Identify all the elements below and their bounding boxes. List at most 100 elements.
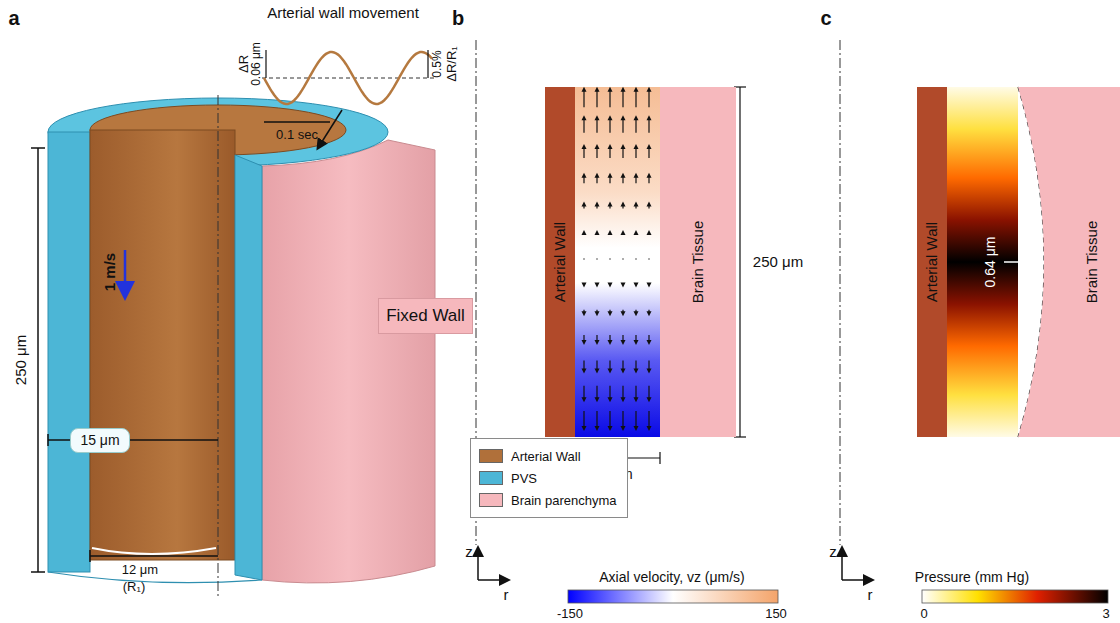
arrow-head [634,311,639,316]
arrow-head [621,201,626,206]
velocity-arrow [609,411,610,428]
velocity-arrow [635,386,636,400]
dimension-tick [31,147,45,149]
pvs-velocity-field [575,87,660,437]
velocity-arrow [648,90,649,108]
arrow-head [582,144,587,149]
velocity-arrow [648,386,649,400]
arrow-head [634,369,639,374]
velocity-dot [635,258,637,260]
arrow-head [595,426,600,431]
arrow-head [647,369,652,374]
arrow-head [634,201,639,206]
brain-tissue-band: Brain Tissue [1018,87,1120,437]
velocity-arrow [648,411,649,428]
velocity-dot [609,258,611,260]
pvs-side-face [235,155,262,580]
dimension-tick [659,452,660,464]
velocity-dot [648,258,650,260]
dimension-tick [31,571,45,573]
velocity-arrow [635,411,636,428]
pointer-arrow [318,110,342,148]
node-text: 15 μm [80,432,119,448]
colorbar-title: Pressure (mm Hg) [915,569,1029,585]
relative-amplitude-label: ΔR/R₁ [445,46,460,81]
arrow-head [634,173,639,178]
arrow-head [634,144,639,149]
amplitude-value: 0.06 μm [250,42,264,86]
arrow-head [582,201,587,206]
velocity-arrow [583,386,584,400]
dimension-tick [47,434,49,446]
velocity-arrow [596,90,597,108]
dimension-line [739,87,740,437]
arrow-head [634,87,639,92]
arrow-head [582,340,587,345]
displacement-arrow [1004,261,1038,263]
arrow-head [621,115,626,120]
arrow-head [1035,257,1044,267]
velocity-label: 1 m/s [101,253,118,291]
arrow-head [582,369,587,374]
arrow-head [595,340,600,345]
velocity-arrow [596,118,597,132]
arrow-head [582,173,587,178]
arrow-head [621,369,626,374]
arrow-head [608,115,613,120]
velocity-arrow [583,90,584,108]
velocity-arrow [596,411,597,428]
legend-swatch [479,471,503,485]
dimension-label: 250 μm [753,253,803,270]
boundary-label-box: Fixed Wall [378,298,473,334]
axis-label: z [829,543,837,560]
arrow-head [647,87,652,92]
arrow-head [621,144,626,149]
arrow-head [608,369,613,374]
legend-row: Brain parenchyma [479,489,617,511]
legend-box: Arterial WallPVSBrain parenchyma [470,438,628,518]
velocity-arrows [582,87,652,431]
scale-bar [265,50,266,78]
relative-amplitude-value: 0.5% [431,50,445,77]
panel-letter: a [8,7,19,30]
axis-label: z [465,543,473,560]
velocity-arrow [648,118,649,132]
velocity-arrow [635,118,636,132]
arrow-head [608,283,613,288]
r-axis-arrow [842,579,872,581]
wall-movement-inset [262,50,434,148]
arrow-head [621,340,626,345]
velocity-panel [476,40,778,603]
arrow-head [595,173,600,178]
arrow-head [621,87,626,92]
dimension-line [90,555,218,557]
dimension-label: 12 μm [122,563,158,578]
arrow-head [621,173,626,178]
arrow-head [595,230,600,235]
arrow-head [608,397,613,402]
velocity-dot [596,258,598,260]
arrow-head [621,311,626,316]
legend-text: Brain parenchyma [511,493,617,508]
colorbar [568,590,778,603]
arrow-head [595,201,600,206]
parenchyma-shell [262,140,435,583]
arrow-head [608,311,613,316]
arrow-head [621,426,626,431]
arrow-head [647,230,652,235]
dimension-line [37,148,39,572]
velocity-arrow [596,386,597,400]
scale-bar [427,50,428,78]
panel-letter: c [820,7,831,30]
arrow-head [634,283,639,288]
dimension-label: 250 μm [12,335,29,385]
colorbar-title: Axial velocity, vz (μm/s) [599,569,745,585]
r-axis-arrow [478,579,508,581]
velocity-dot [622,258,624,260]
arrow-head [608,230,613,235]
arrow-head [582,311,587,316]
arrow-head [595,311,600,316]
arterial-wall-band: Arterial Wall [545,87,575,437]
legend-text: Arterial Wall [511,449,581,464]
